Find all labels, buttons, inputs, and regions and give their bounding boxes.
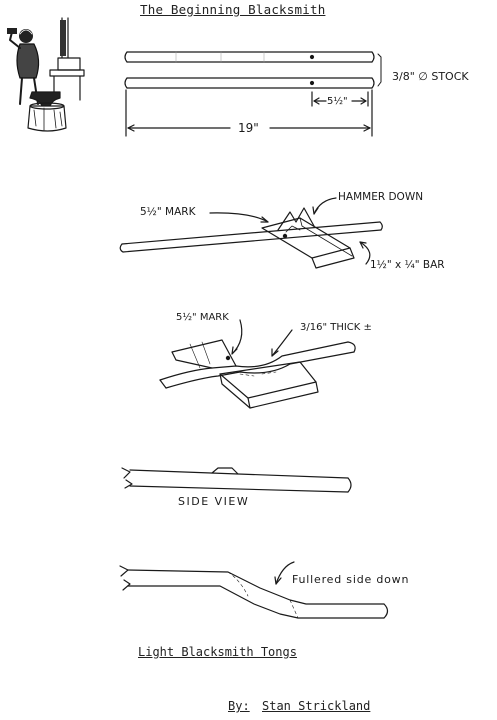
page-title: The Beginning Blacksmith xyxy=(140,2,326,17)
figure-stock-rods xyxy=(124,51,382,137)
thick-label: 3/16" THICK ± xyxy=(300,322,372,333)
length-dimension-label: 19" xyxy=(238,121,259,135)
rod-bottom xyxy=(124,77,375,89)
hammer-down-label: HAMMER DOWN xyxy=(338,191,423,203)
bar-label: 1½" x ¼" BAR xyxy=(370,259,445,271)
figure-fullered-detail xyxy=(159,319,356,409)
detail-mark-label: 5½" MARK xyxy=(176,311,229,323)
author-prefix: By: xyxy=(228,699,250,713)
blacksmith-logo xyxy=(7,17,85,132)
author-name: Stan Strickland xyxy=(262,699,371,713)
figure-hammer-down xyxy=(119,197,383,269)
figure-side-view xyxy=(121,467,352,493)
fullered-label: Fullered side down xyxy=(292,573,409,586)
mark-label: 5½" MARK xyxy=(140,206,197,218)
mark-dimension-label: 5½" xyxy=(327,95,348,107)
side-view-label: SIDE VIEW xyxy=(178,495,249,508)
rod-top xyxy=(124,51,375,63)
figure-bent-tong xyxy=(119,561,389,619)
stock-label: 3/8" ∅ STOCK xyxy=(392,70,469,83)
figure-caption: Light Blacksmith Tongs xyxy=(138,645,297,659)
